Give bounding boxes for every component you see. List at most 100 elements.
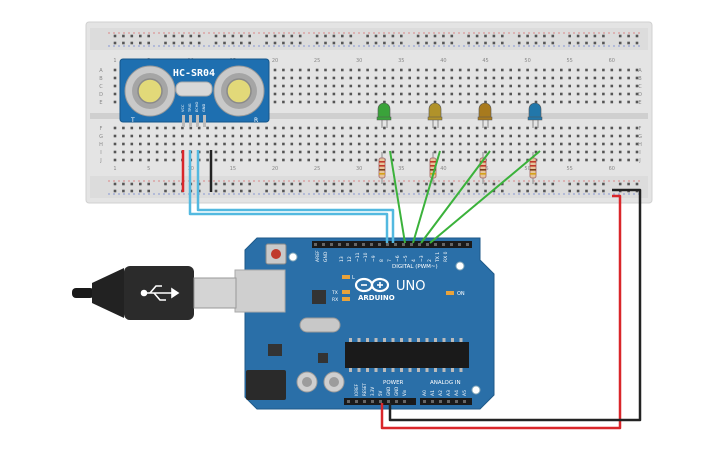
column-number: 5 — [147, 166, 150, 172]
row-letter: J — [638, 158, 640, 164]
row-letter: I — [100, 150, 101, 156]
column-number: 25 — [314, 166, 320, 172]
usb-b-port — [234, 269, 286, 313]
led-yellow[interactable] — [427, 102, 443, 128]
row-letter: G — [99, 134, 103, 140]
digital-pin-label: 4 — [411, 259, 417, 262]
row-letter: J — [99, 158, 101, 164]
column-number: 35 — [398, 58, 404, 64]
column-number: 25 — [314, 58, 320, 64]
gnd-label: GND — [323, 251, 329, 262]
model-label: UNO — [396, 279, 425, 294]
usb-cable — [72, 266, 237, 320]
column-number: 50 — [524, 58, 530, 64]
column-number: 55 — [567, 58, 573, 64]
led-blue[interactable] — [527, 102, 543, 128]
analog-pin-label: A3 — [446, 390, 452, 396]
column-number: 35 — [398, 166, 404, 172]
row-letter: I — [639, 150, 640, 156]
digital-pin-label: RX 0 — [443, 251, 449, 262]
row-letter: D — [99, 92, 103, 98]
usb-icon — [140, 285, 180, 301]
analog-pin-label: A4 — [454, 390, 460, 396]
led-group — [376, 102, 543, 184]
row-letter: C — [638, 84, 642, 90]
digital-pin-label: ~10 — [363, 252, 369, 262]
power-pin-label: GND — [386, 387, 391, 396]
digital-pin-label: 13 — [339, 256, 345, 262]
digital-pin-label: ~6 — [395, 255, 401, 262]
row-letter: D — [638, 92, 642, 98]
column-number: 40 — [440, 58, 446, 64]
column-number: 20 — [272, 166, 278, 172]
digital-pin-label: 2 — [427, 259, 433, 262]
column-number: 55 — [567, 166, 573, 172]
row-letter: B — [638, 76, 642, 82]
power-pin-label: 3.3V — [370, 387, 375, 396]
tx-led-label: TX — [331, 290, 338, 296]
row-letter: C — [99, 84, 103, 90]
row-letter: A — [638, 68, 642, 74]
sensor-pin-legs — [182, 115, 206, 127]
analog-pin-label: A1 — [430, 390, 436, 396]
column-number: 1 — [113, 166, 116, 172]
led-green[interactable] — [376, 102, 392, 128]
column-number: 60 — [609, 58, 615, 64]
sensor-pin-label: TRIG — [188, 103, 192, 113]
power-pin-label: Vin — [402, 389, 407, 396]
power-pin-label: RESET — [362, 383, 367, 396]
column-number: 45 — [482, 58, 488, 64]
digital-pin-label: 7 — [387, 259, 393, 262]
power-pin-label: 5V — [378, 390, 383, 396]
on-led-label: ON — [457, 291, 465, 297]
sensor-pin-label: ECHO — [195, 102, 199, 112]
row-letter: F — [100, 126, 103, 132]
power-pin-label: IOREF — [354, 383, 359, 396]
power-label: POWER — [383, 380, 404, 386]
row-letter: G — [638, 134, 642, 140]
digital-pin-label: ~3 — [419, 255, 425, 262]
row-letter: E — [99, 100, 102, 106]
column-number: 20 — [272, 58, 278, 64]
analog-pin-label: A5 — [462, 390, 468, 396]
l-led-label: L — [352, 275, 355, 281]
dc-jack — [246, 370, 286, 400]
row-letter: H — [638, 142, 642, 148]
analog-pin-label: A2 — [438, 390, 444, 396]
row-letter: A — [99, 68, 103, 74]
column-number: 15 — [230, 166, 236, 172]
resistor[interactable] — [378, 152, 386, 184]
rx-led-label: RX — [332, 297, 338, 303]
sensor-pin-label: VCC — [181, 104, 185, 112]
row-letter: H — [99, 142, 103, 148]
analog-pin-label: A0 — [422, 390, 428, 396]
column-number: 40 — [440, 166, 446, 172]
column-number: 50 — [524, 166, 530, 172]
column-number: 30 — [356, 166, 362, 172]
digital-pin-label: 12 — [347, 256, 353, 262]
row-letter: E — [638, 100, 641, 106]
wires — [181, 150, 642, 430]
analog-label: ANALOG IN — [430, 380, 461, 386]
digital-pin-label: 8 — [379, 259, 385, 262]
sensor-pin-label: GND — [202, 104, 206, 112]
sensor-r-label: R — [254, 117, 258, 124]
sensor-t-label: T — [130, 117, 135, 124]
column-number: 1 — [113, 58, 116, 64]
analog-header[interactable] — [420, 398, 472, 405]
digital-header[interactable] — [312, 241, 472, 248]
digital-label: DIGITAL (PWM~) — [392, 264, 438, 270]
power-pin-label: GND — [394, 387, 399, 396]
reset-button-cap[interactable] — [271, 249, 281, 259]
digital-pin-label: TX 1 — [435, 252, 441, 263]
aref-label: AREF — [315, 250, 321, 262]
arduino-logo — [354, 277, 390, 293]
sensor-name: HC-SR04 — [173, 68, 215, 79]
column-number: 60 — [609, 166, 615, 172]
row-letter: F — [639, 126, 642, 132]
led-orange[interactable] — [477, 102, 493, 128]
digital-pin-label: ~11 — [355, 252, 361, 262]
